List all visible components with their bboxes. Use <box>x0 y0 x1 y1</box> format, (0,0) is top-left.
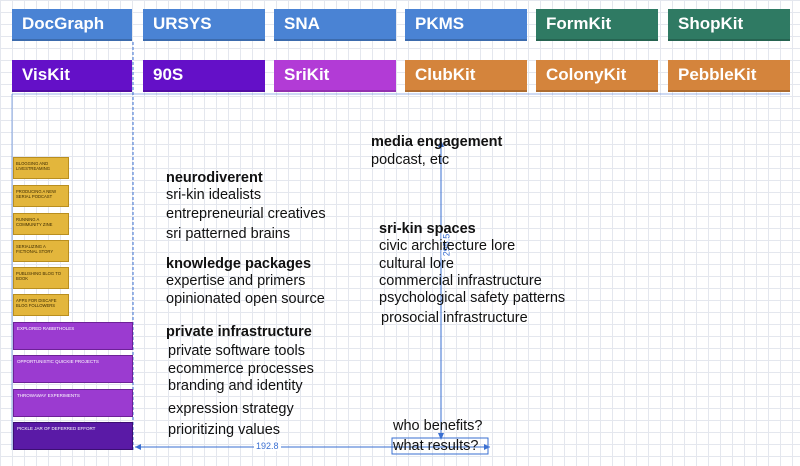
spaces-line: prosocial infrastructure <box>381 310 528 326</box>
spaces-line: cultural lore <box>379 256 454 272</box>
sticky-note[interactable]: SERIALIZING A FICTIONAL STORY <box>13 240 69 262</box>
purple-note[interactable]: EXPLORED RABBITHOLES <box>13 322 133 350</box>
tile-colonykit[interactable]: ColonyKit <box>536 60 658 92</box>
tile-sna[interactable]: SNA <box>274 9 396 41</box>
private-heading: private infrastructure <box>166 324 312 340</box>
tile-clubkit[interactable]: ClubKit <box>405 60 527 92</box>
sticky-note[interactable]: BLOGGING AND LIVESTREAMING <box>13 157 69 179</box>
knowledge-line: opinionated open source <box>166 291 325 307</box>
neuro-line: sri patterned brains <box>166 226 291 242</box>
sticky-note[interactable]: APPS FOR DISCAFE BLOG FOLLOWERS <box>13 294 69 316</box>
private-line: branding and identity <box>168 378 303 394</box>
tile-90s[interactable]: 90S <box>143 60 265 92</box>
spaces-line: commercial infrastructure <box>379 273 542 289</box>
knowledge-line: expertise and primers <box>166 273 306 289</box>
neuro-line: entrepreneurial creatives <box>166 206 326 222</box>
private-line: prioritizing values <box>168 422 281 438</box>
purple-note[interactable]: PICKLE JAR OF DEFERRED EFFORT <box>13 422 133 450</box>
private-line: ecommerce processes <box>168 361 314 377</box>
purple-note[interactable]: THROWAWAY EXPERIMENTS <box>13 389 133 417</box>
private-line: expression strategy <box>168 401 294 417</box>
tile-viskit[interactable]: VisKit <box>12 60 132 92</box>
spaces-line: psychological safety patterns <box>379 290 566 306</box>
tile-srikit[interactable]: SriKit <box>274 60 396 92</box>
media-line: podcast, etc <box>371 152 450 168</box>
spaces-line: civic architecture lore <box>379 238 516 254</box>
width-measurement-label: 192.8 <box>254 441 281 451</box>
question-what-results[interactable]: what results? <box>393 438 479 454</box>
private-line: private software tools <box>168 343 306 359</box>
tile-shopkit[interactable]: ShopKit <box>668 9 790 41</box>
neuro-line: sri-kin idealists <box>166 187 262 203</box>
sticky-note[interactable]: RUNNING A COMMUNITY ZINE <box>13 213 69 235</box>
tile-docgraph[interactable]: DocGraph <box>12 9 132 41</box>
purple-note[interactable]: OPPORTUNISTIC QUICKIE PROJECTS <box>13 355 133 383</box>
tile-ursys[interactable]: URSYS <box>143 9 265 41</box>
tile-pkms[interactable]: PKMS <box>405 9 527 41</box>
spaces-heading: sri-kin spaces <box>379 221 476 237</box>
question-who-benefits: who benefits? <box>393 418 483 434</box>
sticky-note[interactable]: PUBLISHING BLOG TO BOOK <box>13 267 69 289</box>
tile-formkit[interactable]: FormKit <box>536 9 658 41</box>
sticky-note[interactable]: PRODUCING A NEW SERIAL PODCAST <box>13 185 69 207</box>
tile-pebblekit[interactable]: PebbleKit <box>668 60 790 92</box>
media-heading: media engagement <box>371 134 503 150</box>
neuro-heading: neurodiverent <box>166 170 263 186</box>
knowledge-heading: knowledge packages <box>166 256 312 272</box>
